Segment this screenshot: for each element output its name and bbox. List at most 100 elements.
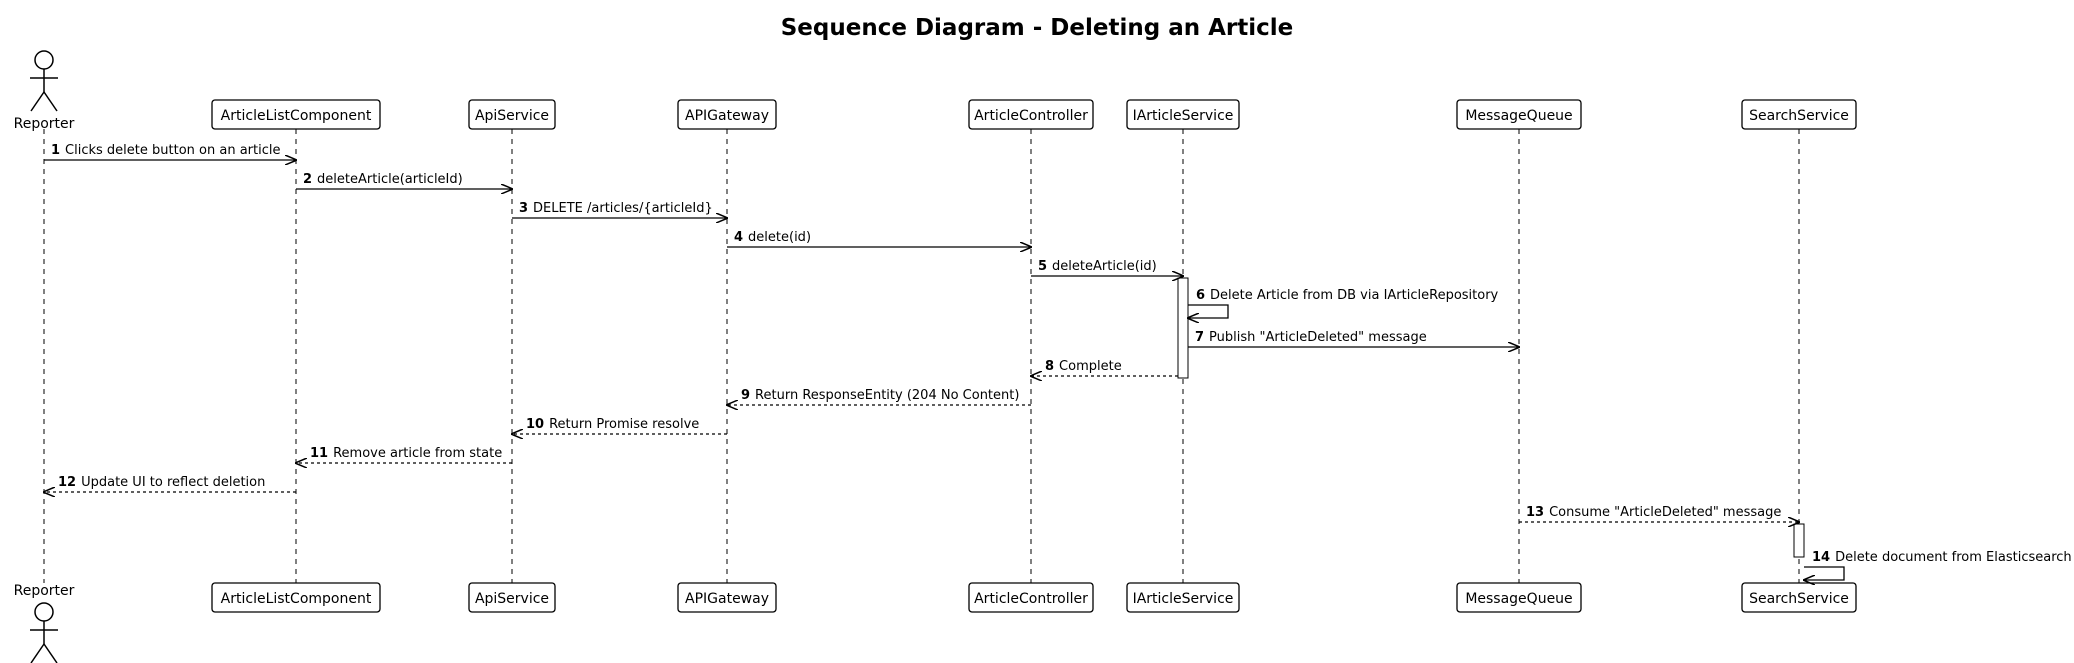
message-text: 6 Delete Article from DB via IArticleRepo… bbox=[1196, 288, 1499, 303]
message-4: 4 delete(id) bbox=[727, 230, 1031, 247]
participant-box bbox=[1456, 99, 1582, 130]
message-text: 13 Consume "ArticleDeleted" message bbox=[1526, 505, 1781, 520]
message-number: 4 bbox=[734, 230, 743, 245]
message-6: 6 Delete Article from DB via IArticleRepo… bbox=[1188, 288, 1499, 318]
participant-search-bottom: SearchService bbox=[1741, 582, 1857, 613]
self-message-arrow bbox=[1188, 304, 1229, 318]
actor-top: Reporter bbox=[14, 50, 75, 132]
actor-label: Reporter bbox=[14, 116, 75, 132]
message-label: Delete Article from DB via IArticleRepos… bbox=[1210, 288, 1499, 303]
message-number: 11 bbox=[310, 446, 328, 461]
activation-bar-search bbox=[1793, 523, 1805, 558]
participant-box bbox=[211, 582, 381, 613]
participant-box bbox=[211, 99, 381, 130]
participant-box bbox=[677, 582, 777, 613]
participant-label: ArticleController bbox=[974, 108, 1088, 124]
message-number: 3 bbox=[519, 201, 528, 216]
participant-label: ArticleController bbox=[974, 591, 1088, 607]
participant-box bbox=[1741, 582, 1857, 613]
participant-alc-top: ArticleListComponent bbox=[211, 99, 381, 130]
message-text: 9 Return ResponseEntity (204 No Content) bbox=[741, 388, 1019, 403]
participant-alc-bottom: ArticleListComponent bbox=[211, 582, 381, 613]
participant-mq-top: MessageQueue bbox=[1456, 99, 1582, 130]
message-number: 5 bbox=[1038, 259, 1047, 274]
participant-label: MessageQueue bbox=[1465, 108, 1572, 124]
participant-box bbox=[468, 582, 556, 613]
participant-box bbox=[1126, 99, 1240, 130]
message-text: 4 delete(id) bbox=[734, 230, 811, 245]
message-label: Delete document from Elasticsearch bbox=[1835, 550, 2072, 565]
participant-label: MessageQueue bbox=[1465, 591, 1572, 607]
message-5: 5 deleteArticle(id) bbox=[1031, 259, 1183, 276]
message-text: 2 deleteArticle(articleId) bbox=[303, 172, 463, 187]
message-10: 10 Return Promise resolve bbox=[512, 417, 727, 434]
participant-gw-top: APIGateway bbox=[677, 99, 777, 130]
message-number: 9 bbox=[741, 388, 750, 403]
participant-ctrl-bottom: ArticleController bbox=[968, 582, 1094, 613]
participant-label: ApiService bbox=[475, 108, 549, 124]
participant-label: IArticleService bbox=[1133, 108, 1234, 124]
message-9: 9 Return ResponseEntity (204 No Content) bbox=[727, 388, 1031, 405]
actor-label: Reporter bbox=[14, 583, 75, 599]
message-label: Complete bbox=[1059, 359, 1122, 374]
participant-label: IArticleService bbox=[1133, 591, 1234, 607]
message-number: 6 bbox=[1196, 288, 1205, 303]
message-13: 13 Consume "ArticleDeleted" message bbox=[1519, 505, 1799, 522]
message-number: 13 bbox=[1526, 505, 1544, 520]
message-text: 12 Update UI to reflect deletion bbox=[58, 475, 265, 490]
message-number: 8 bbox=[1045, 359, 1054, 374]
participant-mq-bottom: MessageQueue bbox=[1456, 582, 1582, 613]
message-label: Clicks delete button on an article bbox=[65, 143, 280, 158]
message-text: 14 Delete document from Elasticsearch bbox=[1812, 550, 2072, 565]
participant-label: APIGateway bbox=[685, 108, 769, 124]
participant-box bbox=[968, 99, 1094, 130]
participant-box bbox=[1741, 99, 1857, 130]
participant-box bbox=[968, 582, 1094, 613]
message-text: 11 Remove article from state bbox=[310, 446, 502, 461]
message-label: Return Promise resolve bbox=[549, 417, 699, 432]
participant-svc-top: IArticleService bbox=[1126, 99, 1240, 130]
message-12: 12 Update UI to reflect deletion bbox=[44, 475, 296, 492]
actor-bottom: Reporter bbox=[14, 583, 75, 663]
message-text: 3 DELETE /articles/{articleId} bbox=[519, 201, 713, 216]
message-text: 1 Clicks delete button on an article bbox=[51, 143, 280, 158]
message-label: deleteArticle(id) bbox=[1052, 259, 1157, 274]
message-number: 14 bbox=[1812, 550, 1830, 565]
message-number: 7 bbox=[1195, 330, 1204, 345]
participant-label: ArticleListComponent bbox=[221, 591, 372, 607]
participant-api-top: ApiService bbox=[468, 99, 556, 130]
participant-box bbox=[1456, 582, 1582, 613]
message-number: 2 bbox=[303, 172, 312, 187]
message-14: 14 Delete document from Elasticsearch bbox=[1804, 550, 2072, 580]
message-label: Remove article from state bbox=[333, 446, 502, 461]
participant-ctrl-top: ArticleController bbox=[968, 99, 1094, 130]
message-label: Publish "ArticleDeleted" message bbox=[1209, 330, 1427, 345]
message-label: delete(id) bbox=[748, 230, 811, 245]
message-8: 8 Complete bbox=[1031, 359, 1178, 376]
participant-gw-bottom: APIGateway bbox=[677, 582, 777, 613]
participant-box bbox=[1126, 582, 1240, 613]
message-label: Update UI to reflect deletion bbox=[81, 475, 265, 490]
participant-label: SearchService bbox=[1749, 108, 1849, 124]
self-message-arrow bbox=[1804, 566, 1845, 580]
message-number: 10 bbox=[526, 417, 544, 432]
diagram-title: Sequence Diagram - Deleting an Article bbox=[781, 15, 1294, 41]
message-label: DELETE /articles/{articleId} bbox=[533, 201, 713, 216]
message-11: 11 Remove article from state bbox=[296, 446, 512, 463]
message-number: 12 bbox=[58, 475, 76, 490]
participant-api-bottom: ApiService bbox=[468, 582, 556, 613]
message-7: 7 Publish "ArticleDeleted" message bbox=[1188, 330, 1519, 347]
message-label: deleteArticle(articleId) bbox=[317, 172, 463, 187]
message-label: Return ResponseEntity (204 No Content) bbox=[755, 388, 1019, 403]
participant-label: ApiService bbox=[475, 591, 549, 607]
message-text: 5 deleteArticle(id) bbox=[1038, 259, 1157, 274]
participant-label: ArticleListComponent bbox=[221, 108, 372, 124]
participant-search-top: SearchService bbox=[1741, 99, 1857, 130]
message-1: 1 Clicks delete button on an article bbox=[44, 143, 296, 160]
message-label: Consume "ArticleDeleted" message bbox=[1549, 505, 1781, 520]
message-text: 10 Return Promise resolve bbox=[526, 417, 699, 432]
message-2: 2 deleteArticle(articleId) bbox=[296, 172, 512, 189]
message-number: 1 bbox=[51, 143, 60, 158]
participant-box bbox=[468, 99, 556, 130]
